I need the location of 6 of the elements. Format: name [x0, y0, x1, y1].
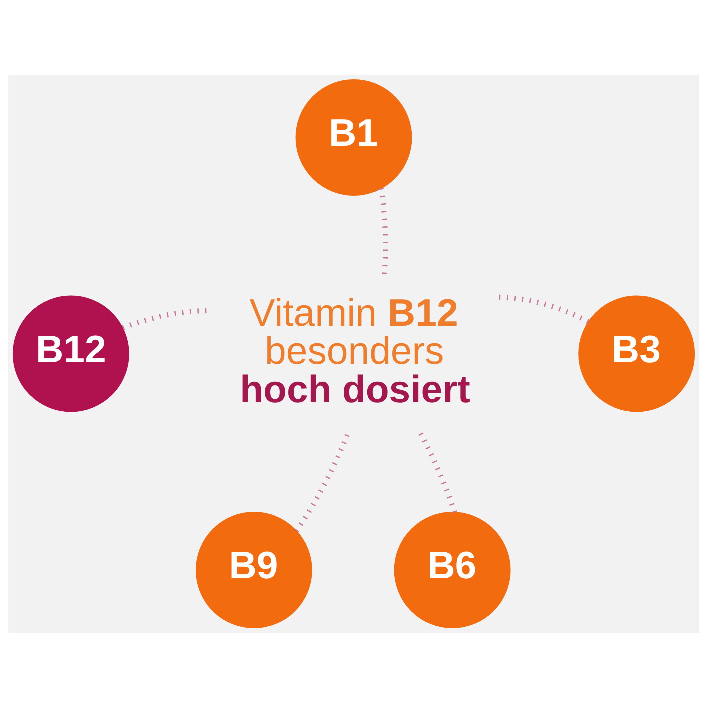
node-circle: B12	[12, 296, 130, 412]
node-circle: B1	[296, 79, 412, 196]
node-circle: B6	[394, 512, 511, 629]
node-circle: B9	[196, 512, 312, 629]
node-circle: B3	[578, 296, 696, 412]
node-text: Vitamin B12 besonders hoch dosiert	[240, 292, 470, 412]
